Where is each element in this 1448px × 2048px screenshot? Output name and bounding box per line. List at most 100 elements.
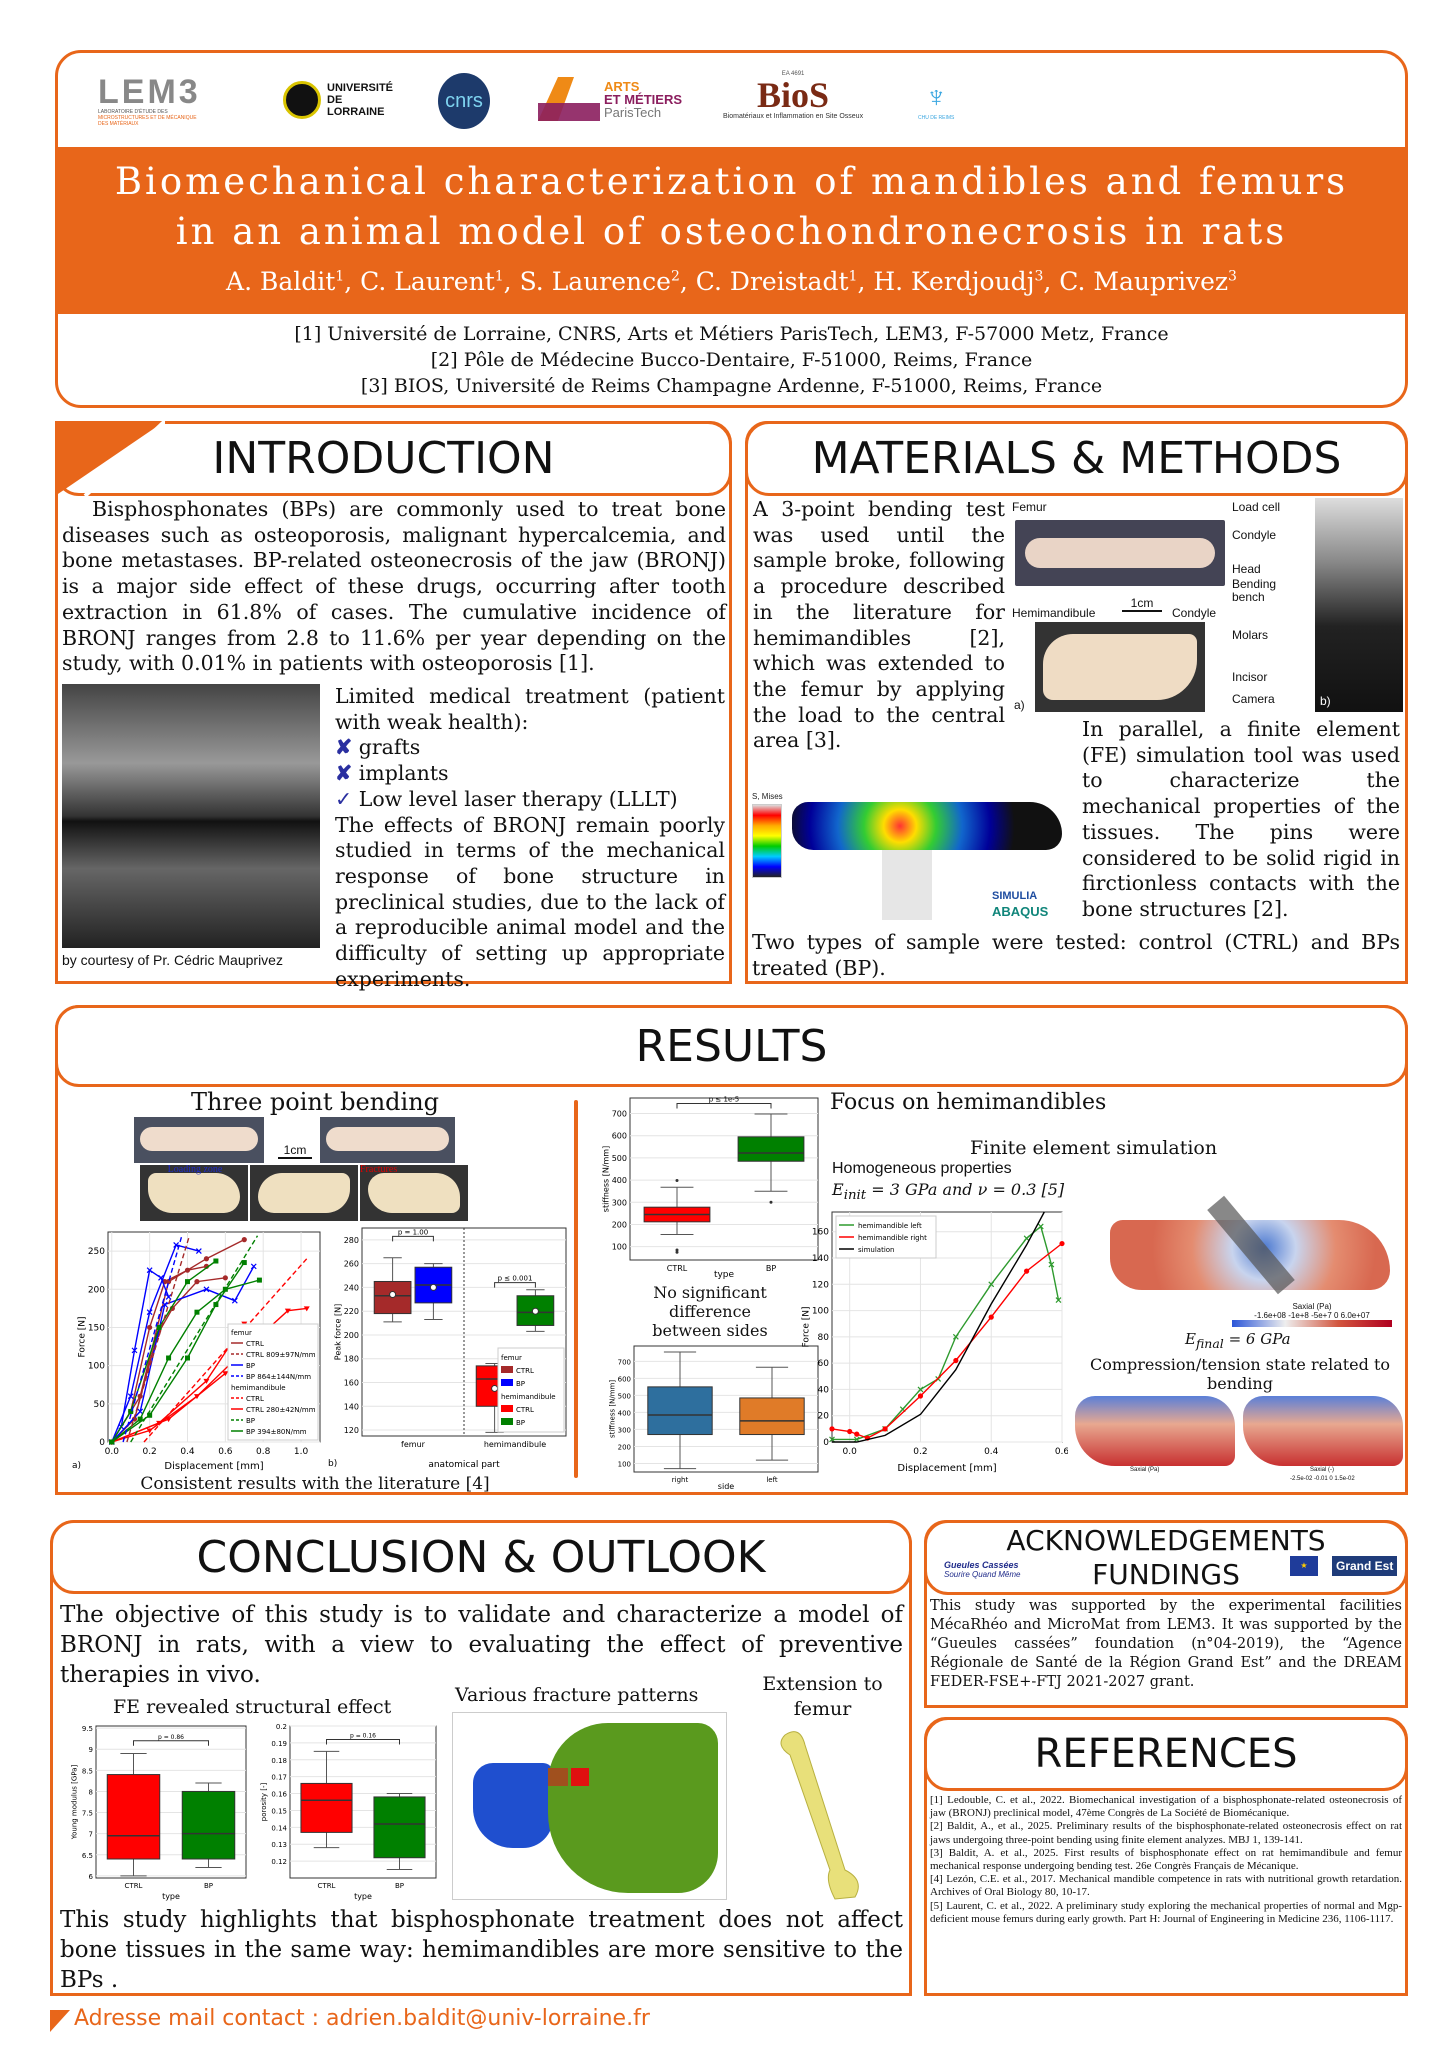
y-tick-label: 150 (88, 1323, 105, 1333)
label-load-cell: Load cell (1232, 500, 1281, 514)
xray-caption: by courtesy of Pr. Cédric Mauprivez (62, 952, 283, 968)
author-affiliation-number: 1 (848, 268, 858, 285)
scale-bar: 1cm (278, 1143, 312, 1159)
saxial-strain-label: Saxial (-) (1310, 1467, 1335, 1473)
eu-flag-logo: ★ (1290, 1556, 1318, 1576)
y-tick-label: 0.13 (271, 1841, 287, 1849)
series-line-simulation (832, 1211, 1045, 1443)
significance-bracket (326, 1739, 400, 1745)
bios-code: EA 4691 (781, 71, 805, 77)
legend-label: hemimandible left (858, 1222, 922, 1230)
x-axis-label: type (162, 1892, 180, 1901)
y-tick-label: 20 (818, 1412, 830, 1422)
fe-simulation-title: Finite element simulation (970, 1137, 1218, 1159)
box-BP (181, 1790, 236, 1860)
p-value-label: p ≤ 0.001 (498, 1275, 533, 1283)
reference-item: [2] Baldit, A., et al., 2025. Preliminar… (930, 1820, 1402, 1846)
lem3-sub: LABORATOIRE D'ÉTUDE DES (98, 109, 168, 115)
poster-title-line2: in an animal model of osteochondronecros… (175, 210, 1288, 253)
x-axis-label: side (718, 1482, 734, 1491)
y-tick-label: 0.12 (271, 1858, 287, 1866)
significance-bracket (676, 1103, 772, 1109)
cross-icon: ✘ (335, 735, 353, 760)
data-point (146, 1267, 153, 1274)
y-axis-label: Force [N] (801, 1307, 811, 1348)
y-tick-label: 0.19 (271, 1740, 287, 1748)
methods-paragraph-2: In parallel, a finite element (FE) simul… (1082, 717, 1400, 921)
data-point (194, 1279, 200, 1285)
y-tick-label: 500 (612, 1154, 627, 1163)
x-tick-label: 0.4 (984, 1447, 999, 1457)
significance-bracket (133, 1740, 209, 1746)
x-axis-label: type (714, 1270, 735, 1280)
chu-reims-logo: ♆ CHU DE REIMS (918, 81, 954, 121)
y-tick-label: 120 (344, 1426, 359, 1435)
y-axis-label: Peak force [N] (334, 1304, 343, 1360)
data-point (882, 1426, 888, 1432)
x-tick-label: 0.0 (843, 1447, 858, 1457)
data-point (231, 1297, 238, 1304)
reference-item: [4] Lezón, C.E. et al., 2017. Mechanical… (930, 1873, 1402, 1899)
label-camera: Camera (1232, 692, 1275, 706)
y-tick-label: 250 (88, 1247, 105, 1257)
legend-label: CTRL (516, 1367, 534, 1375)
y-tick-label: 400 (612, 1176, 627, 1185)
box-BP (737, 1136, 805, 1162)
y-tick-label: 9.5 (82, 1725, 93, 1733)
fractures-label: Fractures (360, 1164, 398, 1175)
data-point (988, 1314, 994, 1320)
label-condyle: Condyle (1172, 606, 1217, 620)
label-b: b) (1320, 694, 1331, 708)
data-point (185, 1355, 190, 1361)
label-condyle: Condyle (1232, 528, 1277, 542)
legend-label: CTRL 809±97N/mm (246, 1351, 316, 1359)
am-shape-icon (538, 77, 600, 121)
legend-swatch (501, 1366, 513, 1373)
saxial-label: Saxial (Pa) (1292, 1302, 1332, 1311)
x-tick-label: right (672, 1476, 689, 1484)
legend-label: hemimandibule (501, 1393, 556, 1401)
y-tick-label: 40 (818, 1385, 830, 1395)
title-band: Biomechanical characterization of mandib… (58, 147, 1405, 314)
references-list: [1] Ledouble, C. et al., 2022. Biomechan… (930, 1794, 1402, 1926)
data-point (203, 1286, 210, 1293)
fe-hemimandible-3d-image (1100, 1190, 1400, 1300)
author-affiliation-number: 1 (335, 268, 345, 285)
x-axis-label: Displacement [mm] (164, 1461, 263, 1472)
methods-title: MATERIALS & METHODS (811, 433, 1342, 484)
introduction-title: INTRODUCTION (212, 433, 555, 484)
y-tick-label: 220 (344, 1307, 359, 1316)
legend-label: BP (246, 1362, 255, 1370)
y-axis-label: stiffness [N/mm] (608, 1380, 616, 1438)
legend-label: hemimandible right (858, 1234, 927, 1242)
data-point (284, 1308, 291, 1314)
lem3-sub2: MICROSTRUCTURES ET DE MÉCANIQUE DES MATÉ… (98, 115, 197, 127)
y-tick-label: 240 (344, 1283, 359, 1292)
legend-label: BP (246, 1417, 255, 1425)
legend-swatch (501, 1379, 513, 1386)
author-name: , C. Dreistadt (679, 267, 849, 296)
label-bending-bench: Bending bench (1232, 577, 1277, 604)
fracture-patterns-title: Various fracture patterns (455, 1684, 699, 1706)
data-point (131, 1347, 138, 1354)
references-title: REFERENCES (1034, 1731, 1298, 1777)
series-line-hemimandible-right (831, 1242, 1063, 1439)
box-BP (373, 1796, 426, 1859)
ack-title-2: FUNDINGS (1092, 1557, 1240, 1591)
series-line-CTRL-809±97N/mm (126, 1235, 191, 1443)
y-axis-label: stiffness [N/mm] (602, 1146, 611, 1212)
data-point (147, 1412, 153, 1418)
chu-text: CHU DE REIMS (918, 115, 955, 121)
data-point (165, 1293, 172, 1300)
y-tick-label: 140 (812, 1254, 829, 1264)
significance-bracket (392, 1235, 434, 1242)
affiliation: [1] Université de Lorraine, CNRS, Arts e… (294, 323, 1169, 345)
data-point (1059, 1240, 1065, 1247)
box-left (739, 1397, 805, 1436)
data-point (195, 1248, 202, 1255)
reference-item: [1] Ledouble, C. et al., 2022. Biomechan… (930, 1794, 1402, 1820)
contact-email-link[interactable]: Adresse mail contact : adrien.baldit@uni… (74, 2006, 650, 2031)
legend-label: BP 394±80N/mm (246, 1428, 307, 1436)
